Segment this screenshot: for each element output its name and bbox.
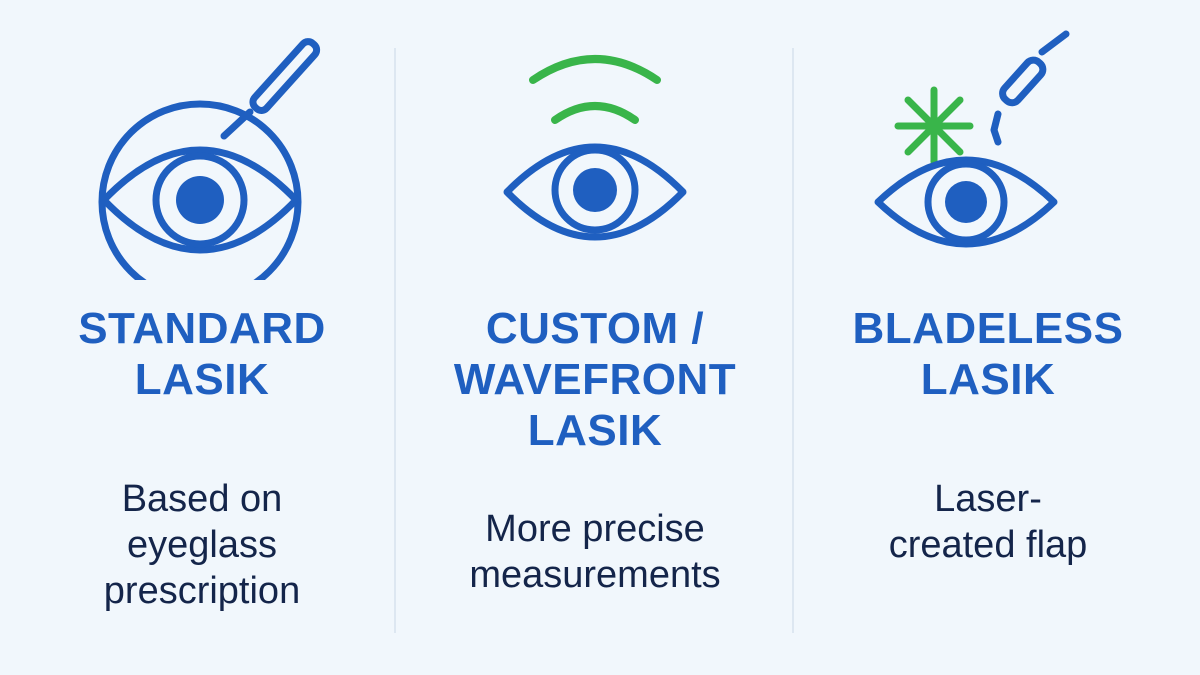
pupil bbox=[573, 168, 617, 212]
blade-handle bbox=[249, 38, 321, 114]
description-line: prescription bbox=[103, 570, 301, 612]
description-line: eyeglass bbox=[127, 524, 277, 566]
laser-spark bbox=[894, 86, 974, 166]
bladeless-lasik-title: BLADELESS LASIK bbox=[838, 303, 1138, 405]
laser-device bbox=[990, 30, 1070, 146]
eye-outline bbox=[100, 146, 300, 254]
wavefront-lasik-column: CUSTOM / WAVEFRONT LASIK More precise me… bbox=[445, 0, 745, 675]
blade-tip bbox=[220, 108, 254, 140]
title-line: LASIK bbox=[920, 355, 1056, 404]
column-divider bbox=[394, 48, 396, 633]
standard-lasik-column: STANDARD LASIK Based on eyeglass prescri… bbox=[52, 0, 352, 675]
standard-lasik-description: Based on eyeglass prescription bbox=[52, 476, 352, 614]
pupil bbox=[176, 176, 224, 224]
iris bbox=[152, 152, 248, 248]
eye-with-blade-icon bbox=[52, 30, 352, 280]
column-divider bbox=[792, 48, 794, 633]
eye-with-wavefront-icon bbox=[445, 30, 745, 280]
title-line: CUSTOM / bbox=[485, 304, 705, 353]
pupil bbox=[945, 181, 987, 223]
bladeless-lasik-column: BLADELESS LASIK Laser- created flap bbox=[838, 0, 1138, 675]
wave-arc-outer bbox=[529, 55, 661, 84]
title-line: STANDARD bbox=[78, 304, 326, 353]
wave-arc-inner bbox=[551, 102, 639, 124]
wavefront-lasik-description: More precise measurements bbox=[445, 506, 745, 598]
standard-lasik-title: STANDARD LASIK bbox=[52, 303, 352, 405]
description-line: Laser- bbox=[934, 478, 1042, 520]
title-line: BLADELESS bbox=[852, 304, 1124, 353]
title-line: LASIK bbox=[134, 355, 270, 404]
eye-with-laser-icon bbox=[838, 30, 1138, 280]
description-line: Based on bbox=[121, 478, 283, 520]
description-line: created flap bbox=[888, 524, 1088, 566]
wavefront-lasik-title: CUSTOM / WAVEFRONT LASIK bbox=[445, 303, 745, 456]
title-line: WAVEFRONT bbox=[453, 355, 737, 404]
description-line: More precise bbox=[485, 508, 705, 550]
eye-outline bbox=[503, 143, 687, 241]
iris bbox=[551, 146, 639, 234]
iris bbox=[924, 160, 1008, 244]
eye-outline bbox=[874, 156, 1058, 248]
description-line: measurements bbox=[469, 554, 721, 596]
title-line: LASIK bbox=[527, 406, 663, 455]
bladeless-lasik-description: Laser- created flap bbox=[838, 476, 1138, 568]
